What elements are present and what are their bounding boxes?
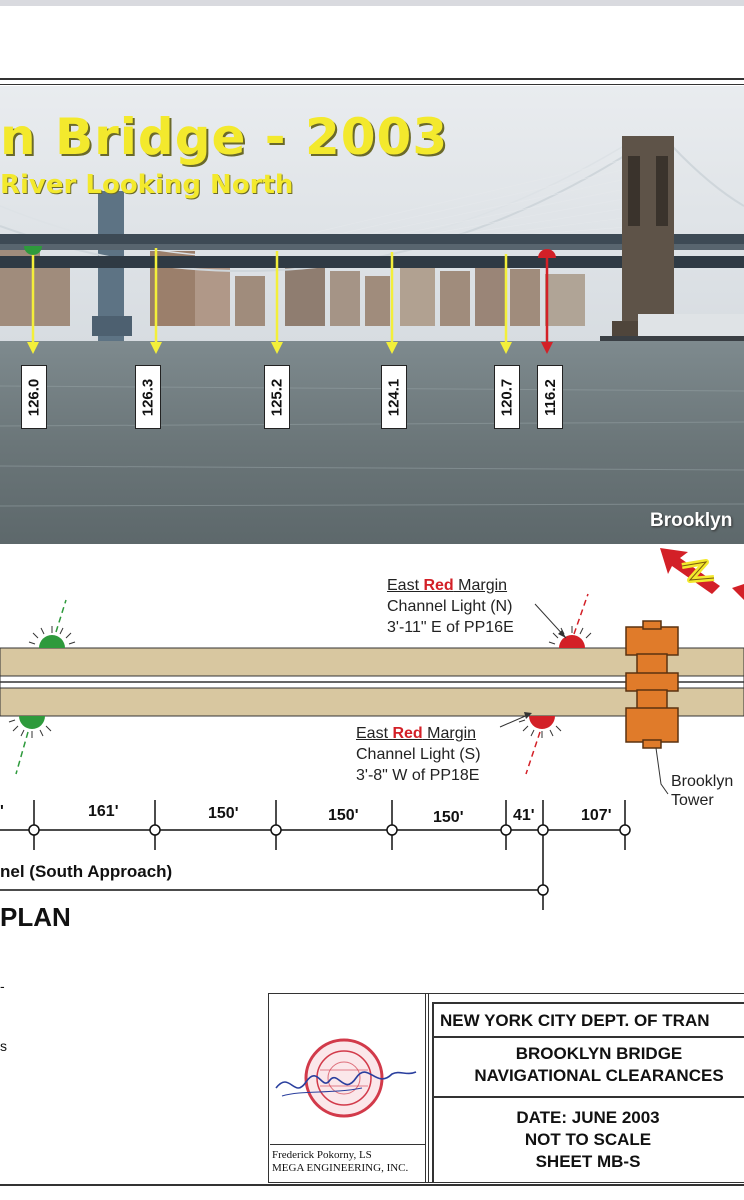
dimension-label: 150' [433, 809, 464, 826]
photo-title: n Bridge - 2003 [0, 108, 449, 166]
top-border [0, 0, 744, 6]
title-block-line [432, 1096, 744, 1098]
title-block-divider [425, 993, 429, 1183]
title-block-line [432, 1036, 744, 1038]
project-line-1: BROOKLYN BRIDGE [515, 1044, 683, 1063]
north-arrow-icon [660, 548, 744, 600]
drawing-scale: NOT TO SCALE [524, 1130, 652, 1149]
bridge-photo [0, 86, 744, 544]
dimension-label: 150' [328, 807, 359, 824]
clearance-label: 124.1 [381, 365, 407, 429]
clearance-label: 125.2 [264, 365, 290, 429]
surveyor-credit: Frederick Pokorny, LS MEGA ENGINEERING, … [272, 1149, 409, 1174]
title-block-line [432, 1002, 744, 1004]
dimension-label: ' [0, 803, 4, 820]
left-note: - [0, 978, 5, 994]
clearance-label: 120.7 [494, 365, 520, 429]
dimension-label: 150' [208, 805, 239, 822]
plan-drawing [0, 548, 744, 910]
north-light-label: East Red Margin Channel Light (N) 3'-11"… [387, 577, 514, 636]
drawing-date: DATE: JUNE 2003 [516, 1108, 660, 1127]
dimension-label: 41' [513, 807, 535, 824]
photo-subtitle: River Looking North [0, 170, 294, 200]
bridge-photo-illustration [0, 86, 744, 544]
left-note: s [0, 1038, 7, 1054]
signature-line [270, 1144, 425, 1145]
channel-label: nel (South Approach) [0, 862, 173, 881]
title-block [268, 993, 744, 1183]
sheet-number: SHEET MB-S [535, 1152, 641, 1171]
frame-line [0, 1184, 744, 1186]
surveyor-seal-icon [275, 1038, 417, 1118]
brooklyn-photo-label: Brooklyn [650, 510, 733, 531]
dimension-label: 161' [88, 803, 119, 820]
dimension-label: 107' [581, 807, 612, 824]
frame-line [0, 78, 744, 80]
agency-name: NEW YORK CITY DEPT. OF TRAN [440, 1011, 710, 1030]
frame-line [0, 84, 744, 85]
title-block-line [432, 1002, 434, 1183]
brooklyn-tower-label: Brooklyn Tower [671, 773, 734, 809]
plan-title: PLAN [0, 902, 71, 932]
clearance-label: 126.0 [21, 365, 47, 429]
clearance-label-red: 116.2 [537, 365, 563, 429]
south-light-label: East Red Margin Channel Light (S) 3'-8" … [356, 725, 481, 784]
project-line-2: NAVIGATIONAL CLEARANCES [474, 1066, 724, 1085]
clearance-label: 126.3 [135, 365, 161, 429]
